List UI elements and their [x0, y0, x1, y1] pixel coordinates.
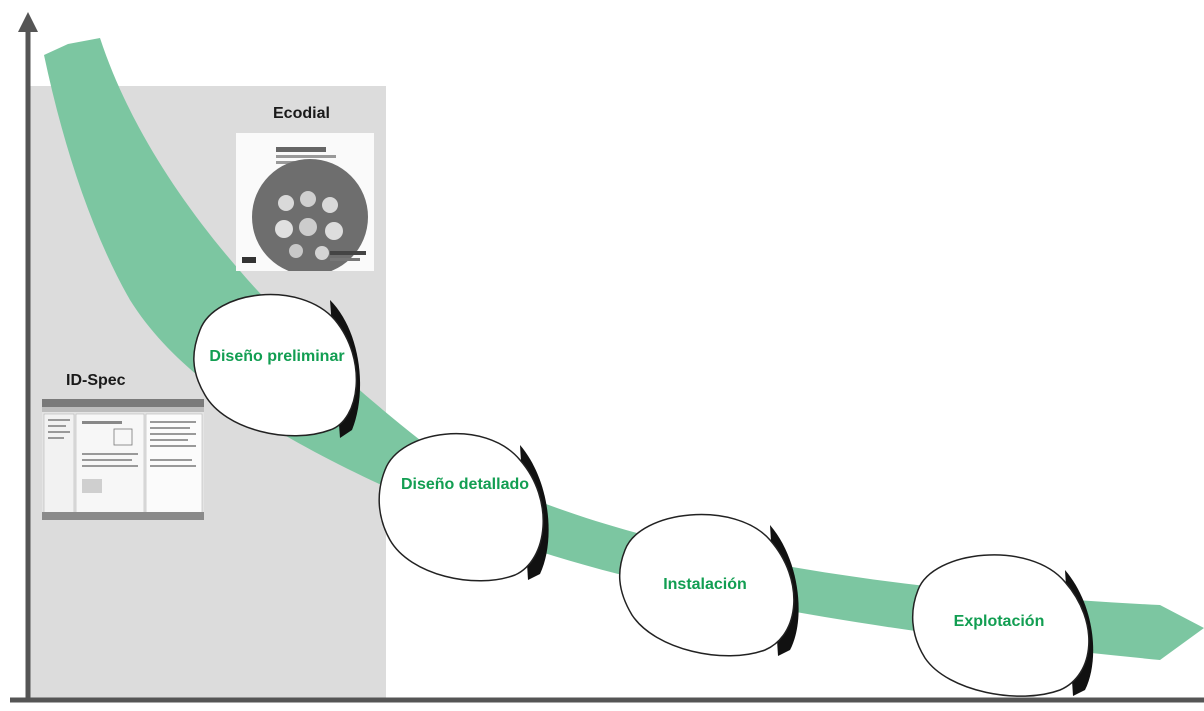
id-spec-screenshot-image: [42, 399, 204, 520]
stage-bubble-3: Instalación: [618, 513, 799, 657]
stage-label-instalacion: Instalación: [663, 576, 747, 593]
stage-label-explotacion: Explotación: [954, 613, 1045, 630]
stage-label-diseno-detallado: Diseño detallado: [401, 476, 529, 493]
stage-bubble-1: Diseño preliminar: [193, 293, 361, 438]
id-spec-screenshot-graphic: [42, 399, 204, 520]
ecodial-cover-graphic: [236, 133, 374, 275]
id-spec-label: ID-Spec: [66, 372, 126, 389]
stage-bubble-4: Explotación: [911, 554, 1094, 697]
stage-bubble-2: Diseño detallado: [378, 432, 549, 582]
ecodial-label: Ecodial: [273, 105, 330, 122]
ecodial-cover-image: [236, 133, 374, 275]
stage-label-diseno-preliminar: Diseño preliminar: [209, 348, 344, 365]
